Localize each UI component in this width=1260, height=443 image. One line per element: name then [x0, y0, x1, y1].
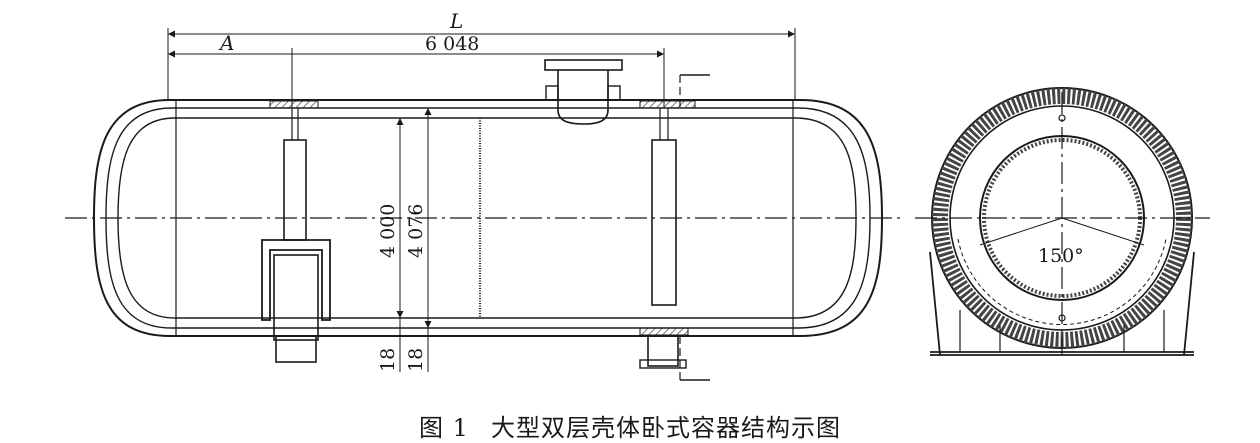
figure-number: 图 1: [419, 414, 469, 442]
figure-title: 大型双层壳体卧式容器结构示图: [490, 414, 841, 442]
dim-segment-label: A: [218, 31, 234, 55]
bottom-nozzle: [647, 335, 679, 367]
dim-span-value: 6 048: [425, 33, 479, 55]
right-support-column: [651, 139, 677, 306]
top-nozzle-body: [557, 70, 609, 125]
outer-shell: [92, 99, 884, 337]
figure-caption: 图 1 大型双层壳体卧式容器结构示图: [0, 408, 1260, 443]
dim-saddle-angle: 150°: [1038, 245, 1084, 267]
top-flange: [544, 59, 623, 71]
top-nozzle-right-ear: [607, 85, 621, 101]
vessel-drawing: L A 6 048 4 000 4 076 18 18: [65, 9, 1210, 381]
dim-wall-left: 18: [377, 348, 399, 372]
dim-overall-length-label: L: [449, 9, 463, 33]
top-pad-right: [639, 100, 696, 109]
saddle-angle-arc: [957, 238, 1167, 325]
left-support-column: [283, 139, 307, 241]
side-view: [92, 59, 884, 381]
bottom-pad-right: [639, 327, 689, 336]
left-saddle-block: [273, 254, 319, 341]
inner-shell: [117, 117, 857, 319]
end-saddle: [929, 251, 1195, 356]
dim-outer-diameter: 4 076: [405, 204, 427, 258]
dim-inner-diameter: 4 000: [377, 204, 399, 258]
left-saddle-lug: [261, 239, 331, 321]
top-pad-left: [269, 100, 319, 109]
middle-shell: [105, 107, 871, 329]
left-nozzle: [275, 335, 317, 363]
dimension-lines: [167, 28, 796, 372]
dim-wall-right: 18: [405, 348, 427, 372]
top-nozzle-left-ear: [545, 85, 559, 101]
bottom-flange: [639, 359, 687, 369]
